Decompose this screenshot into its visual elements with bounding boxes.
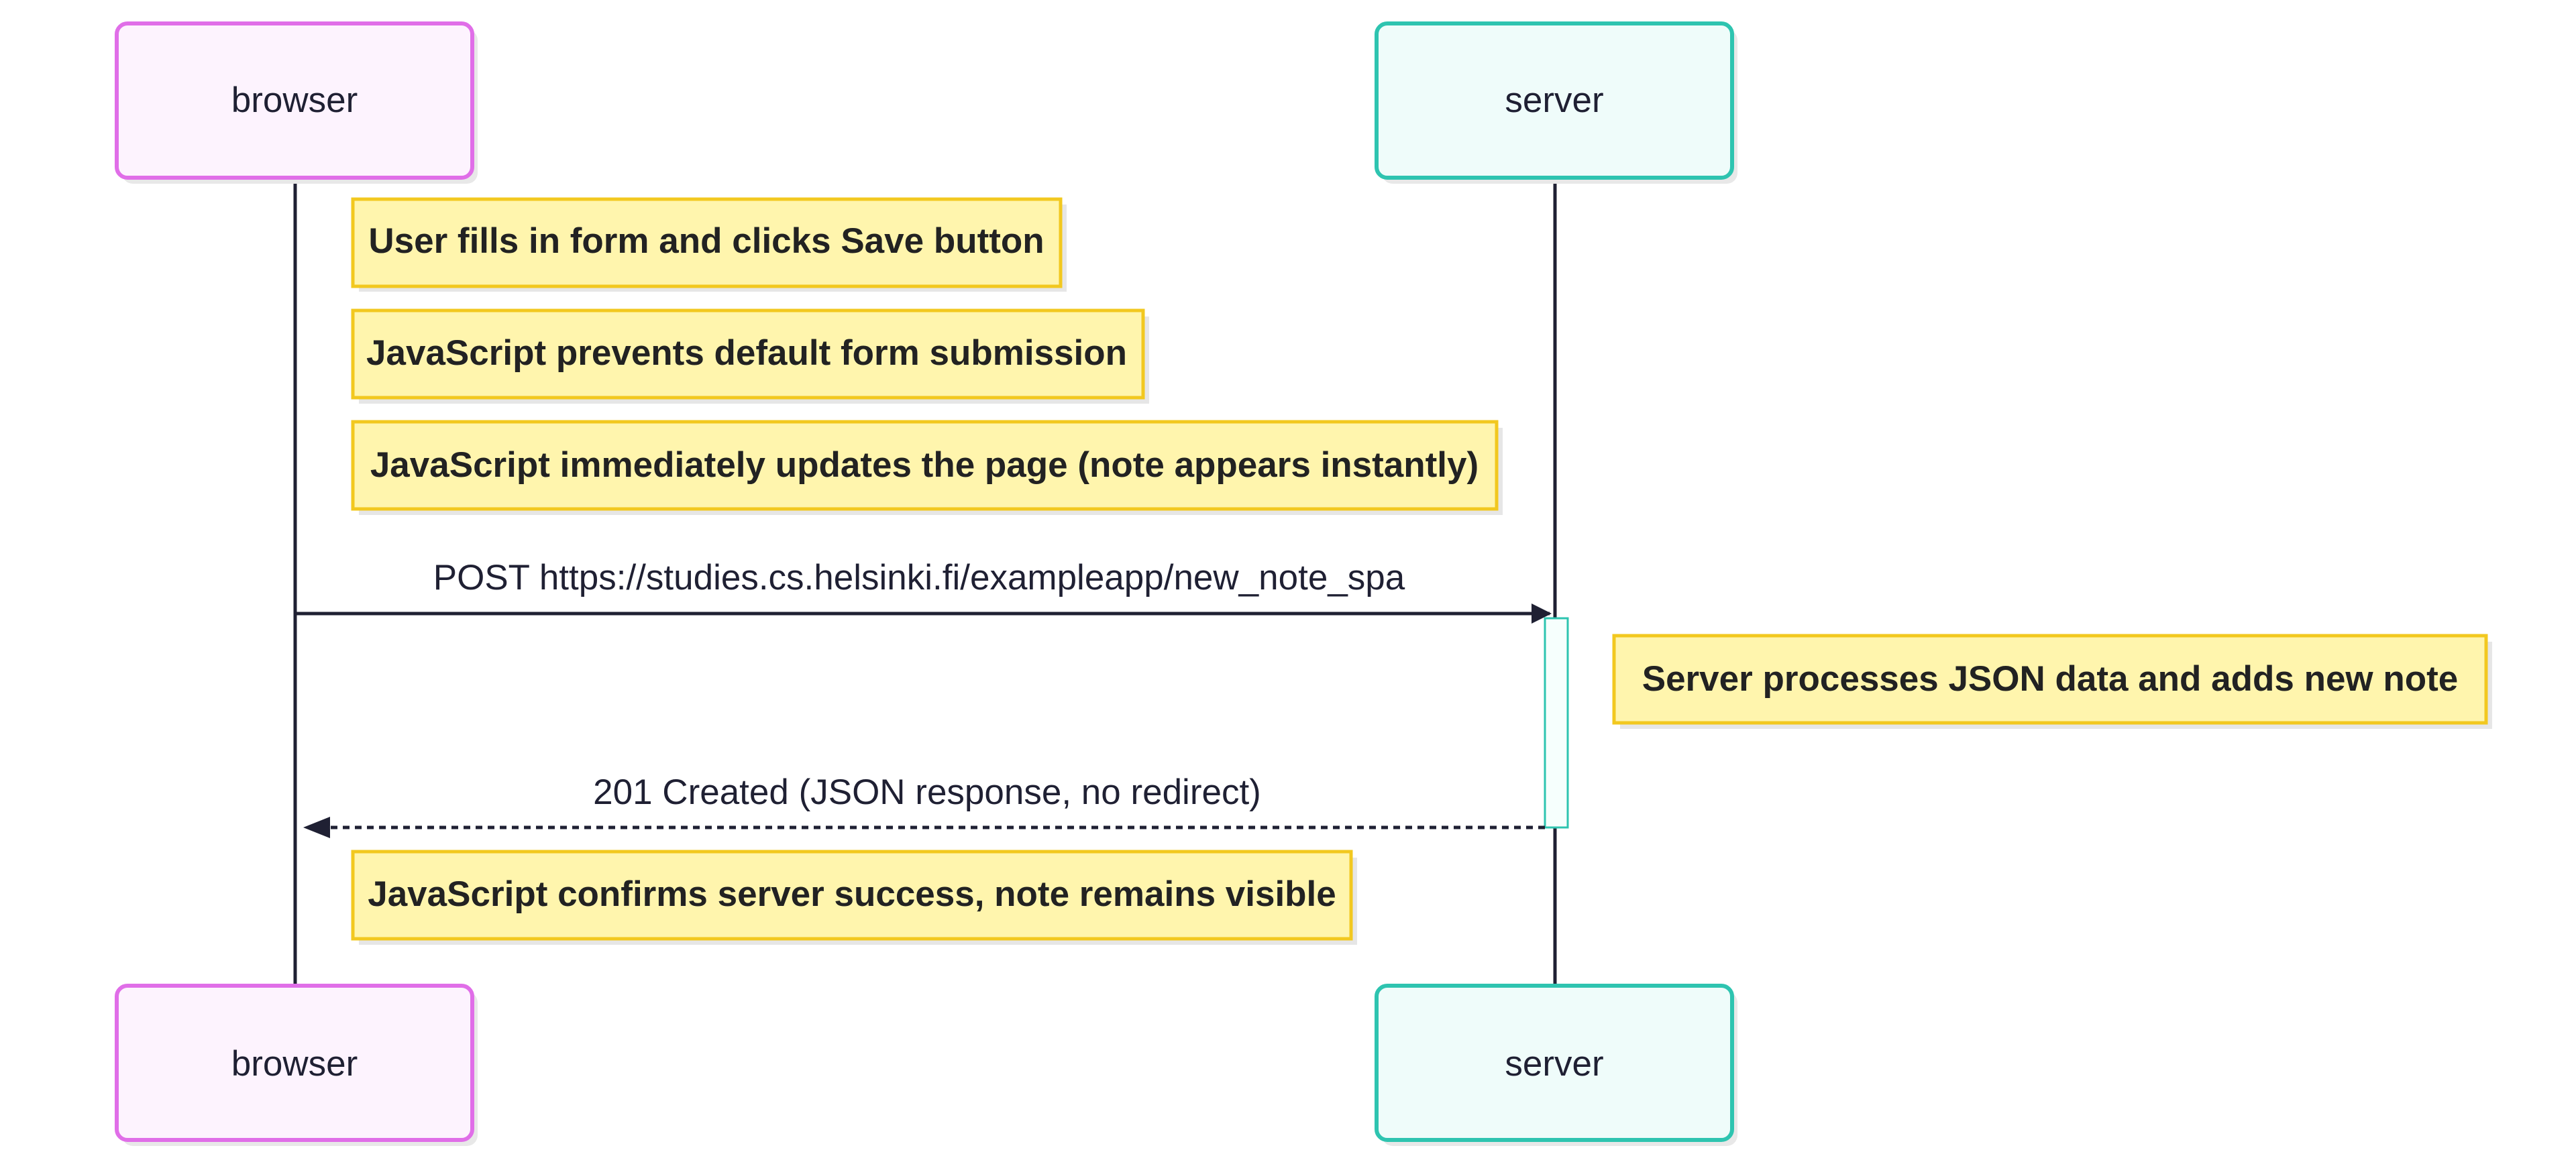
note-js-prevents-default: JavaScript prevents default form submiss… [351,308,1149,404]
server-actor-bottom-box [1375,984,1734,1142]
note-user-fills-form: User fills in form and clicks Save butto… [351,197,1067,292]
browser-actor-bottom: browser [115,984,478,1146]
browser-actor-top-box [115,21,474,180]
server-actor-top-label: server [1505,80,1603,120]
browser-actor-top: browser [115,21,478,184]
message-post-request: POST https://studies.cs.helsinki.fi/exam… [295,558,1552,624]
server-actor-bottom-label: server [1505,1044,1603,1084]
note-text: JavaScript confirms server success, note… [368,874,1336,914]
note-text: JavaScript immediately updates the page … [370,445,1479,485]
note-js-updates-page: JavaScript immediately updates the page … [351,420,1503,515]
message-label: POST https://studies.cs.helsinki.fi/exam… [433,558,1405,597]
message-label: 201 Created (JSON response, no redirect) [593,772,1261,812]
note-box [1612,634,2488,725]
note-text: User fills in form and clicks Save butto… [368,221,1044,261]
note-box [351,850,1353,941]
note-text: Server processes JSON data and adds new … [1642,659,2459,699]
browser-actor-bottom-box [115,984,474,1142]
server-actor-bottom: server [1375,984,1737,1146]
server-activation-bar [1544,617,1569,829]
note-server-processes: Server processes JSON data and adds new … [1612,634,2492,729]
browser-actor-top-label: browser [231,80,358,120]
server-actor-top: server [1375,21,1737,184]
note-js-confirms: JavaScript confirms server success, note… [351,850,1357,945]
note-box [351,308,1145,400]
note-box [351,197,1063,288]
note-box [351,420,1499,511]
message-arrowhead [303,817,330,838]
message-created-response: 201 Created (JSON response, no redirect) [303,772,1545,838]
server-actor-top-box [1375,21,1734,180]
note-text: JavaScript prevents default form submiss… [366,333,1127,373]
browser-actor-bottom-label: browser [231,1044,358,1084]
